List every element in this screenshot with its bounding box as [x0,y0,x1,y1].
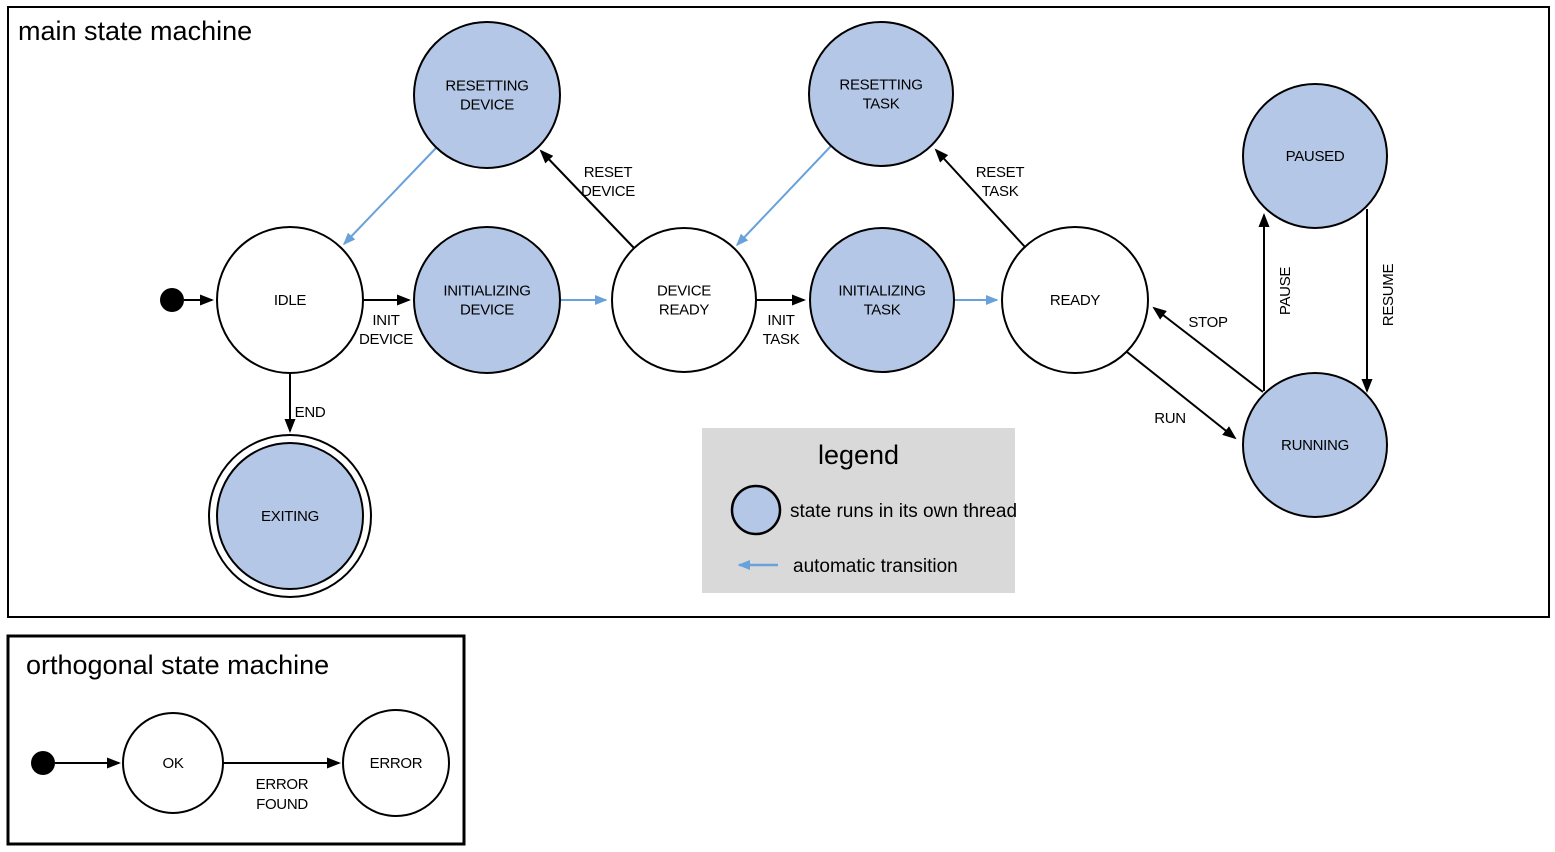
transition-running-to-ready [1152,306,1264,393]
main-state-machine-initial-state-dot [160,288,184,312]
transition-label-running-to-ready: STOP [1188,314,1228,331]
state-error: ERROR [342,709,450,817]
transition-label-ready-to-resetting-task: TASK [982,183,1019,200]
state-label-initializing-device: DEVICE [460,302,514,319]
state-running: RUNNING [1242,372,1388,518]
state-resetting-device: RESETTING DEVICE [413,21,561,169]
state-ok: OK [122,712,224,814]
state-circle-resetting-device [413,21,561,169]
transition-label-ready-to-running: RUN [1154,410,1186,427]
transition-resetting-device-to-idle [342,147,437,246]
state-circle-exiting [216,442,364,590]
state-label-resetting-task: TASK [863,96,900,113]
legend-item-label: state runs in its own thread [790,501,1017,522]
transition-label-idle-to-initializing-device: DEVICE [359,331,413,348]
state-label-exiting: EXITING [261,508,319,525]
state-initializing-task: INITIALIZING TASK [809,227,955,373]
state-circle-idle [216,226,364,374]
transition-ready-to-running [1126,351,1237,440]
state-resetting-task: RESETTING TASK [808,21,954,167]
transition-ready-to-resetting-task [934,148,1026,248]
state-idle: IDLE [216,226,364,374]
state-label-resetting-device: DEVICE [460,97,514,114]
transition-label-device-ready-to-initializing-task: INIT [767,312,794,329]
state-label-idle: IDLE [274,292,306,309]
transition-label-ready-to-resetting-task: RESET [976,164,1025,181]
transition-label-device-ready-to-resetting-device: RESET [584,164,633,181]
legend-item-label: automatic transition [793,556,958,577]
state-label-device-ready: READY [659,302,709,319]
state-label-initializing-task: TASK [864,302,901,319]
legend-title: legend [818,440,899,470]
state-paused: PAUSED [1242,83,1388,229]
state-circle-ready [1001,226,1149,374]
state-label-ready: READY [1050,292,1100,309]
state-label-running: RUNNING [1281,437,1349,454]
state-ready: READY [1001,226,1149,374]
state-label-initializing-task: INITIALIZING [838,283,925,300]
transition-label-device-ready-to-resetting-device: DEVICE [581,183,635,200]
orthogonal-state-machine-initial-state-dot [31,751,55,775]
state-circle-ok [122,712,224,814]
state-label-device-ready: DEVICE [657,283,711,300]
transition-label-paused-to-running: RESUME [1380,264,1397,327]
transition-label-ok-to-error: ERROR [256,776,309,793]
transition-label-idle-to-initializing-device: INIT [372,312,399,329]
state-circle-resetting-task [808,21,954,167]
legend: legend state runs in its own thread automa… [702,428,1017,593]
state-circle-error [342,709,450,817]
state-label-ok: OK [162,755,183,772]
state-label-resetting-device: RESETTING [445,78,528,95]
state-circle-paused [1242,83,1388,229]
transition-label-device-ready-to-initializing-task: TASK [763,331,800,348]
state-circle-running [1242,372,1388,518]
state-label-error: ERROR [370,755,423,772]
transition-device-ready-to-resetting-device [539,149,635,249]
state-exiting: EXITING [208,434,372,598]
transition-resetting-task-to-device-ready [735,145,832,247]
state-label-paused: PAUSED [1286,148,1345,165]
transition-label-idle-to-exiting: END [295,404,326,421]
state-label-resetting-task: RESETTING [839,77,922,94]
state-circle-device-ready [611,227,757,373]
orthogonal-state-machine-title: orthogonal state machine [26,650,329,680]
state-device-ready: DEVICE READY [611,227,757,373]
state-circle-initializing-device [413,226,561,374]
state-initializing-device: INITIALIZING DEVICE [413,226,561,374]
state-label-initializing-device: INITIALIZING [443,283,530,300]
state-circle-initializing-task [809,227,955,373]
transition-label-ok-to-error: FOUND [256,796,308,813]
main-state-machine-title: main state machine [18,16,252,46]
transition-label-running-to-paused: PAUSE [1277,267,1294,316]
legend-threaded-state-icon [730,484,782,536]
